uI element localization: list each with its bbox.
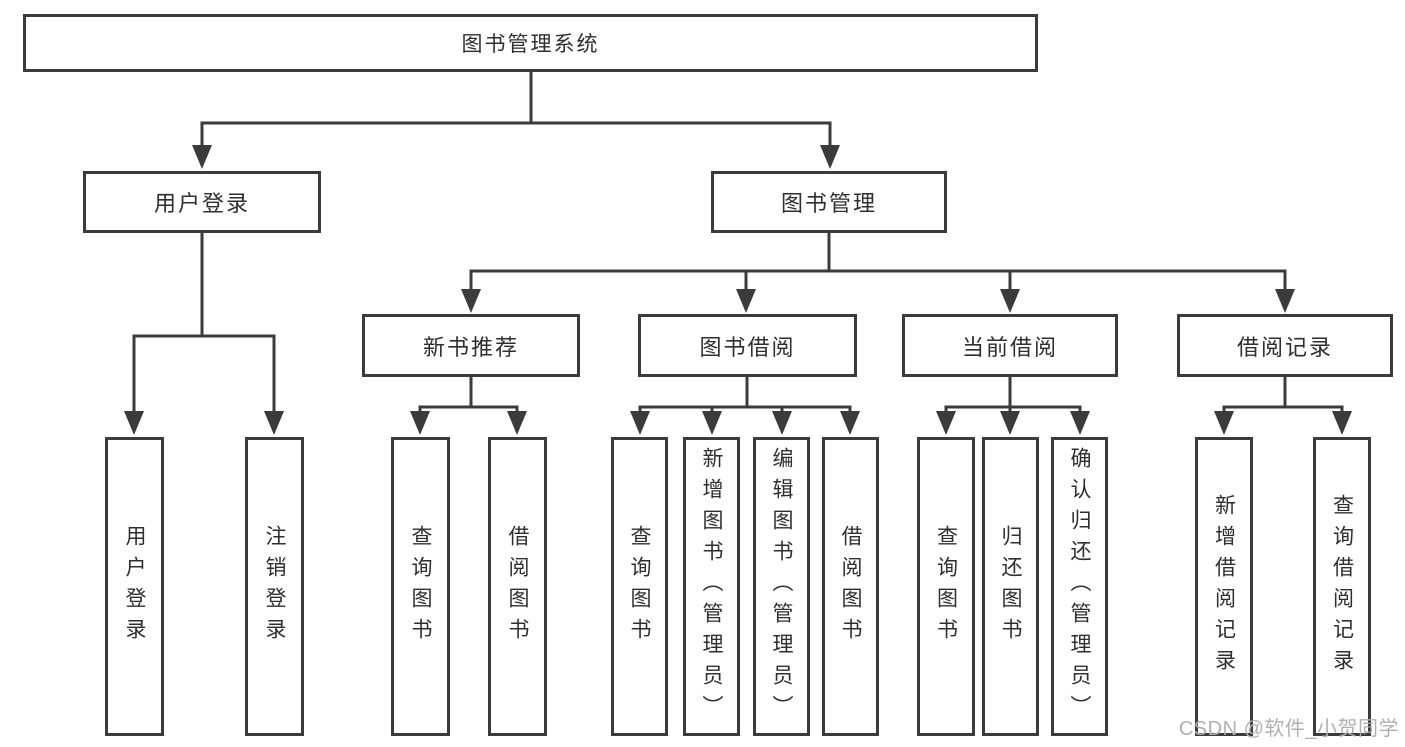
leaf-user-login-label: 用户登录 [123, 524, 147, 649]
leaf-query-books-current: 查询图书 [917, 437, 975, 736]
leaf-add-books-admin-label: 新增图书（管理员） [700, 447, 724, 726]
arrow-down-icon [840, 411, 860, 435]
leaf-borrow-books-recommend: 借阅图书 [488, 437, 547, 736]
csdn-watermark: CSDN @软件_小贺同学 [1178, 718, 1399, 740]
arrow-down-icon [936, 411, 956, 435]
leaf-user-login: 用户登录 [105, 437, 164, 736]
arrow-down-icon [820, 145, 840, 169]
leaf-query-books-borrow: 查询图书 [611, 437, 668, 736]
leaf-query-borrow-record: 查询借阅记录 [1313, 437, 1371, 736]
arrow-down-icon [1000, 289, 1020, 313]
arrow-down-icon [1214, 411, 1234, 435]
node-book-borrow-label: 图书借阅 [699, 334, 796, 360]
leaf-edit-books-admin-label: 编辑图书（管理员） [770, 447, 794, 726]
leaf-confirm-return-admin-label: 确认归还（管理员） [1068, 447, 1092, 726]
node-book-borrow: 图书借阅 [638, 314, 857, 377]
leaf-edit-books-admin: 编辑图书（管理员） [753, 437, 810, 736]
leaf-query-books-recommend: 查询图书 [391, 437, 450, 736]
leaf-return-books: 归还图书 [982, 437, 1039, 736]
leaf-borrow-books: 借阅图书 [822, 437, 879, 736]
node-current-borrow: 当前借阅 [902, 314, 1118, 377]
leaf-return-books-label: 归还图书 [999, 524, 1023, 649]
node-new-book-recommend-label: 新书推荐 [422, 334, 519, 360]
arrow-down-icon [264, 411, 284, 435]
node-book-management: 图书管理 [711, 171, 947, 233]
node-book-management-label: 图书管理 [780, 191, 877, 216]
node-library-system: 图书管理系统 [23, 14, 1038, 72]
node-user-login-label: 用户登录 [153, 191, 250, 216]
leaf-borrow-books-label: 借阅图书 [839, 524, 863, 649]
leaf-add-borrow-record: 新增借阅记录 [1195, 437, 1253, 736]
connector-arrows [124, 145, 1352, 435]
node-user-login: 用户登录 [83, 171, 321, 233]
node-borrow-records: 借阅记录 [1177, 314, 1393, 377]
leaf-logout-label: 注销登录 [263, 524, 287, 649]
leaf-logout: 注销登录 [245, 437, 304, 736]
leaf-add-borrow-record-label: 新增借阅记录 [1212, 493, 1236, 680]
node-current-borrow-label: 当前借阅 [961, 334, 1058, 360]
arrow-down-icon [1332, 411, 1352, 435]
arrow-down-icon [1000, 411, 1020, 435]
arrow-down-icon [1275, 289, 1295, 313]
arrow-down-icon [772, 411, 792, 435]
arrow-down-icon [192, 145, 212, 169]
leaf-confirm-return-admin: 确认归还（管理员） [1051, 437, 1108, 736]
connector-lines [132, 72, 1344, 414]
leaf-query-books-borrow-label: 查询图书 [628, 524, 652, 649]
leaf-query-books-recommend-label: 查询图书 [409, 524, 433, 649]
arrow-down-icon [124, 411, 144, 435]
arrow-down-icon [1070, 411, 1090, 435]
node-new-book-recommend: 新书推荐 [362, 314, 580, 377]
node-library-system-label: 图书管理系统 [461, 33, 600, 56]
arrow-down-icon [507, 411, 527, 435]
node-borrow-records-label: 借阅记录 [1236, 334, 1333, 360]
arrow-down-icon [702, 411, 722, 435]
arrow-down-icon [736, 289, 756, 313]
arrow-down-icon [630, 411, 650, 435]
arrow-down-icon [461, 289, 481, 313]
leaf-add-books-admin: 新增图书（管理员） [683, 437, 740, 736]
leaf-query-borrow-record-label: 查询借阅记录 [1330, 493, 1354, 680]
arrow-down-icon [410, 411, 430, 435]
leaf-query-books-current-label: 查询图书 [934, 524, 958, 649]
leaf-borrow-books-recommend-label: 借阅图书 [506, 524, 530, 649]
